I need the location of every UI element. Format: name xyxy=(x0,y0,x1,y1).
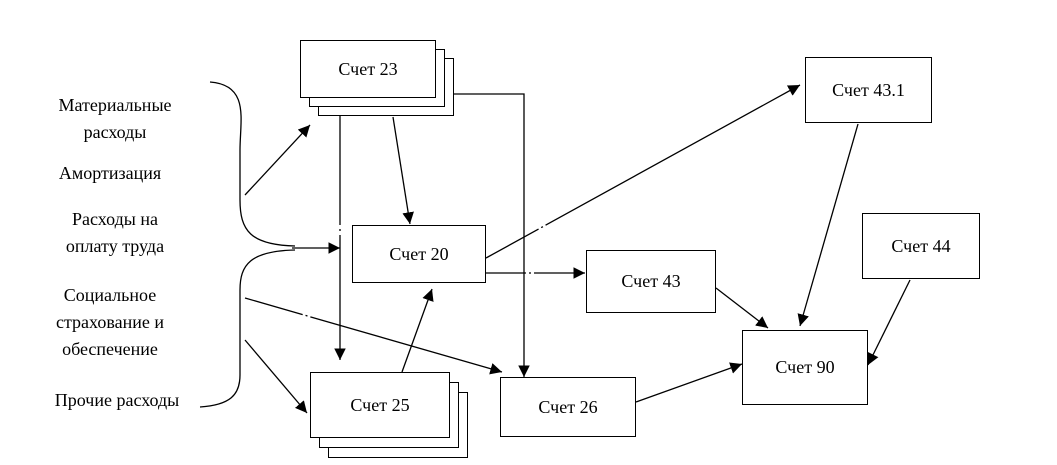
arrow-acc20-to-acc43-1 xyxy=(485,84,801,259)
arrow-acc43-1-to-acc90 xyxy=(797,123,859,327)
acc25-box xyxy=(310,372,450,438)
arrow-acc25-to-acc20 xyxy=(401,288,434,373)
cost-item-other-line1: Прочие расходы xyxy=(54,390,180,410)
acc23-label: Счет 23 xyxy=(338,58,398,79)
upper-brace xyxy=(209,81,296,247)
cost-item-social-line1: Социальное xyxy=(63,285,157,305)
acc43-1-label: Счет 43.1 xyxy=(832,79,905,100)
acc44-box xyxy=(862,213,980,279)
cost-item-social-line2: страхование и xyxy=(55,312,165,332)
arrow-acc26-to-acc90 xyxy=(635,362,743,403)
arrow-social-to-acc26 xyxy=(244,297,503,375)
cost-item-depreciation: Амортизация xyxy=(15,160,205,187)
cost-item-other: Прочие расходы xyxy=(22,387,212,414)
cost-item-depreciation-line1: Амортизация xyxy=(58,163,162,183)
acc43-box xyxy=(586,250,716,313)
acc90-label: Счет 90 xyxy=(775,357,835,377)
cost-item-social-line3: обеспечение xyxy=(62,339,158,359)
arrow-costs-to-acc25 xyxy=(244,339,308,414)
lower-brace xyxy=(199,249,296,408)
cost-item-materials: Материальные расходы xyxy=(20,92,210,146)
acc26-label: Счет 26 xyxy=(538,396,598,417)
acc43-1-box xyxy=(805,57,932,123)
acc90-box xyxy=(742,330,868,405)
arrow-acc23-to-acc26 xyxy=(452,93,530,377)
cost-item-materials-line1: Материальные xyxy=(58,95,172,115)
acc23-box xyxy=(300,40,436,98)
acc20-box xyxy=(352,225,486,283)
arrow-acc23-to-acc20 xyxy=(392,116,414,225)
cost-item-labor: Расходы на оплату труда xyxy=(20,206,210,260)
cost-item-materials-line2: расходы xyxy=(83,122,147,142)
acc20-label: Счет 20 xyxy=(389,243,449,264)
acc25-label: Счет 25 xyxy=(350,394,410,415)
arrow-acc44-to-acc90 xyxy=(867,279,911,366)
arrow-costs-to-acc23 xyxy=(244,124,311,196)
acc44-label: Счет 44 xyxy=(891,235,951,256)
acc43-label: Счет 43 xyxy=(621,271,681,291)
arrow-acc43-to-acc90 xyxy=(715,287,769,329)
cost-item-labor-line2: оплату труда xyxy=(65,236,165,256)
acc26-box xyxy=(500,377,636,437)
cost-item-labor-line1: Расходы на xyxy=(72,209,158,229)
cost-item-social: Социальное страхование и обеспечение xyxy=(15,282,205,363)
